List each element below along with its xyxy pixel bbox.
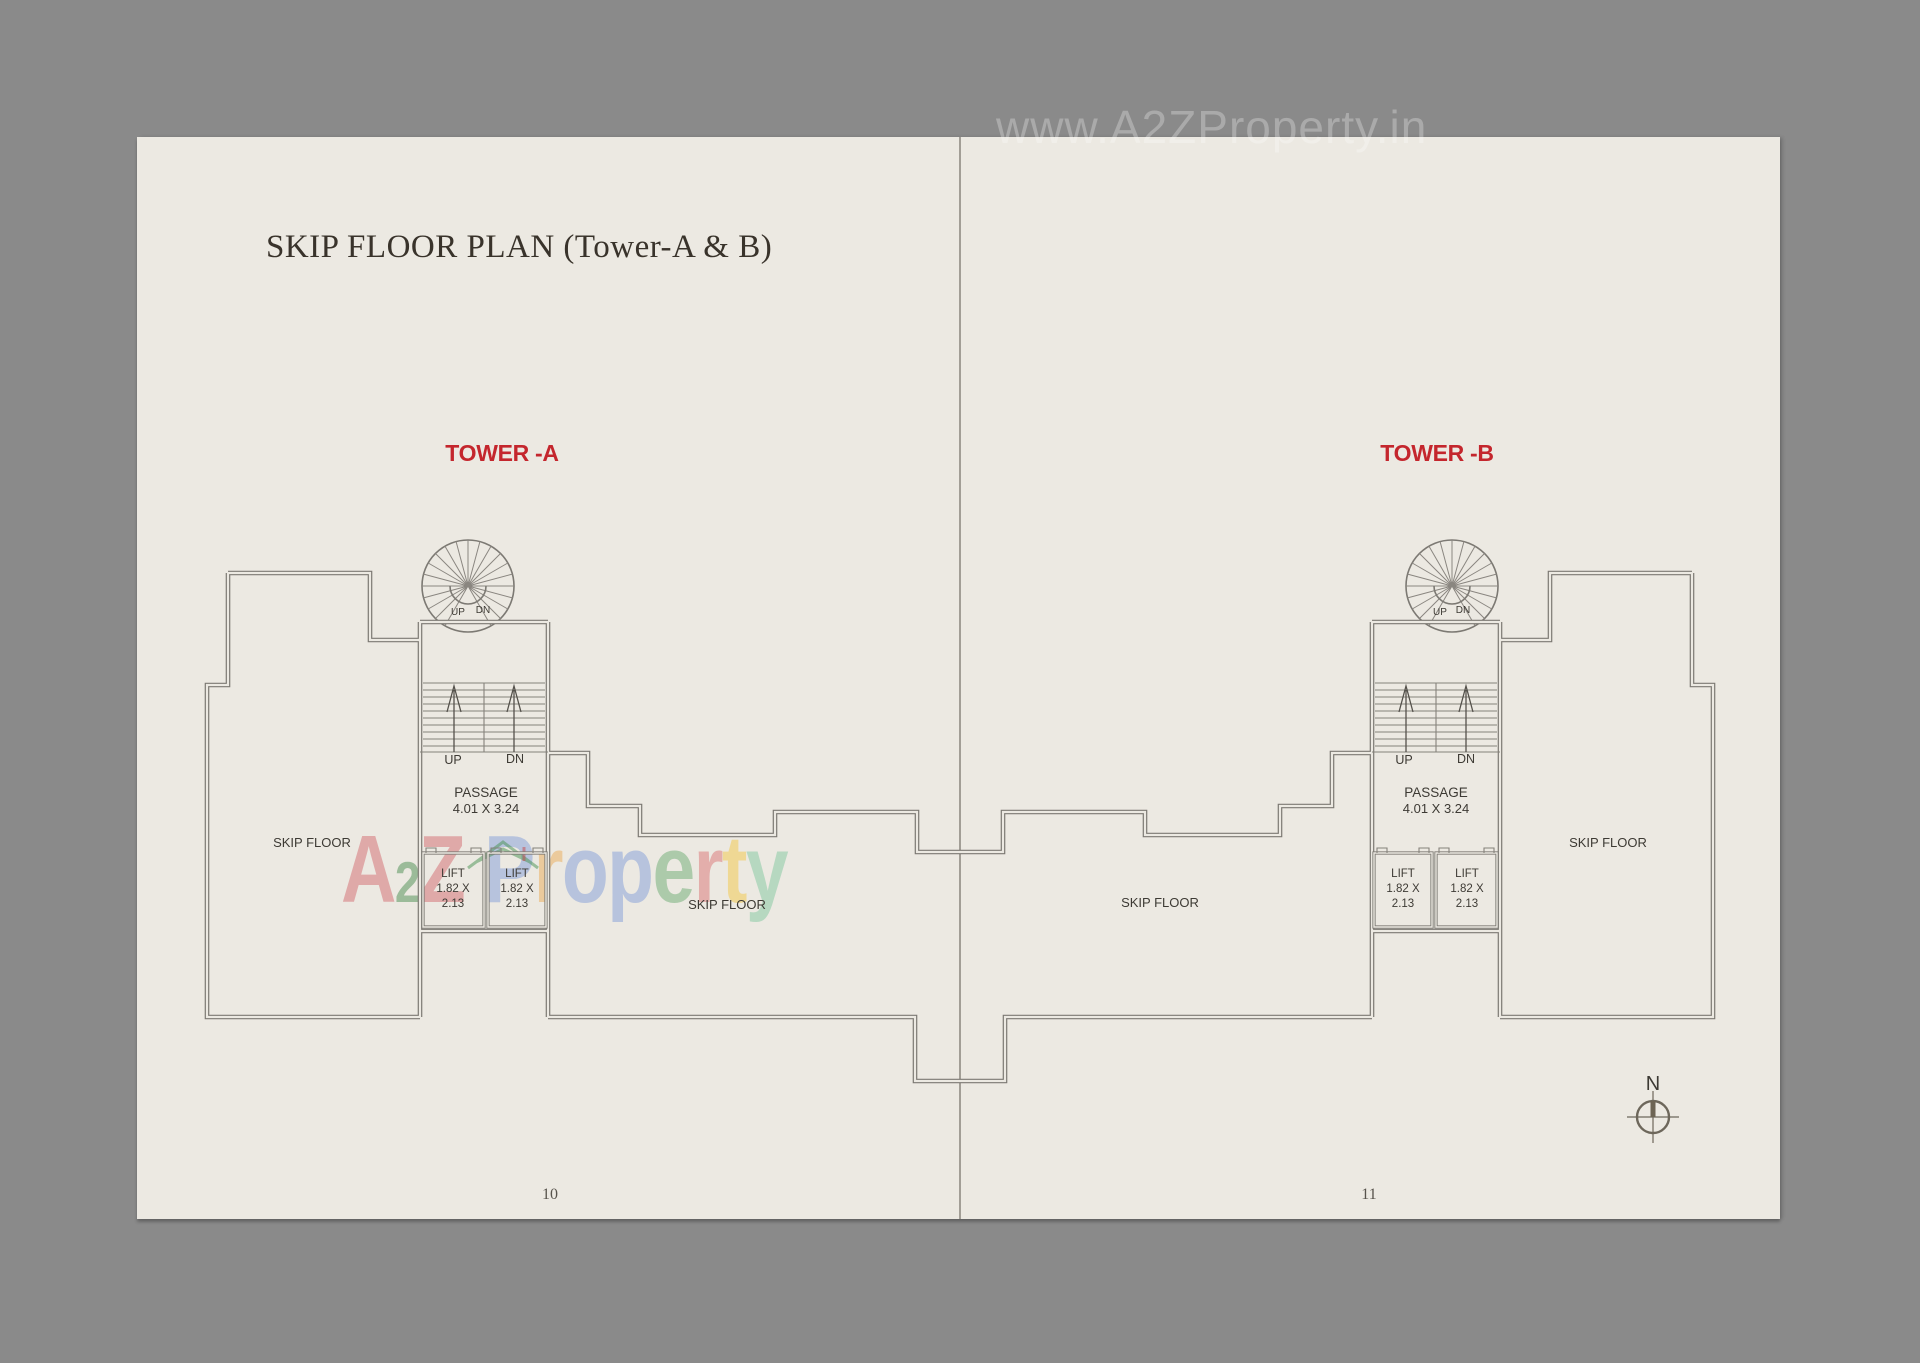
svg-text:1.82 X: 1.82 X <box>436 883 470 895</box>
page-title: SKIP FLOOR PLAN (Tower-A & B) <box>266 229 773 265</box>
tower-b-lift2-label: LIFT <box>1455 868 1479 880</box>
brand-house-roof-icon <box>467 840 539 870</box>
tower-b-spiral-dn-label: DN <box>1456 605 1470 616</box>
brochure-page <box>137 137 1780 1219</box>
website-watermark: www.A2ZProperty.in <box>996 101 1428 153</box>
page-number-left: 10 <box>542 1186 558 1203</box>
tower-a-spiral-up-label: UP <box>451 607 465 618</box>
brand-watermark: A2Z Property <box>341 816 789 923</box>
tower-b-stair-up-label: UP <box>1395 753 1412 767</box>
svg-text:2.13: 2.13 <box>506 898 528 910</box>
tower-b-east-skip-floor-label: SKIP FLOOR <box>1569 835 1647 850</box>
north-compass: N <box>1627 1073 1679 1143</box>
tower-b-passage-size: 4.01 X 3.24 <box>1403 801 1470 816</box>
tower-a-lift2-label: LIFT <box>505 868 529 880</box>
svg-text:2.13: 2.13 <box>1456 898 1478 910</box>
tower-b-heading: TOWER -B <box>1380 440 1494 466</box>
tower-a-lift1-label: LIFT <box>441 868 465 880</box>
compass-north-label: N <box>1646 1073 1660 1095</box>
svg-text:2.13: 2.13 <box>442 898 464 910</box>
svg-text:1.82 X: 1.82 X <box>500 883 534 895</box>
tower-b-spiral-up-label: UP <box>1433 607 1447 618</box>
tower-b-lift1-label: LIFT <box>1391 868 1415 880</box>
tower-a-passage-size: 4.01 X 3.24 <box>453 801 520 816</box>
tower-a-east-skip-floor-label: SKIP FLOOR <box>688 897 766 912</box>
tower-a-heading: TOWER -A <box>445 440 559 466</box>
svg-text:1.82 X: 1.82 X <box>1450 883 1484 895</box>
tower-b-west-skip-floor-label: SKIP FLOOR <box>1121 895 1199 910</box>
tower-a-west-skip-floor-label: SKIP FLOOR <box>273 835 351 850</box>
svg-text:2.13: 2.13 <box>1392 898 1414 910</box>
tower-b-passage-label: PASSAGE <box>1404 785 1468 800</box>
tower-b-stair-dn-label: DN <box>1457 752 1475 766</box>
tower-a-plan <box>207 540 960 1081</box>
tower-a-passage-label: PASSAGE <box>454 785 518 800</box>
tower-b-plan <box>960 540 1713 1081</box>
tower-a-stair-up-label: UP <box>444 753 461 767</box>
tower-a-spiral-dn-label: DN <box>476 605 490 616</box>
tower-a-stair-dn-label: DN <box>506 752 524 766</box>
page-number-right: 11 <box>1361 1186 1377 1203</box>
svg-text:1.82 X: 1.82 X <box>1386 883 1420 895</box>
